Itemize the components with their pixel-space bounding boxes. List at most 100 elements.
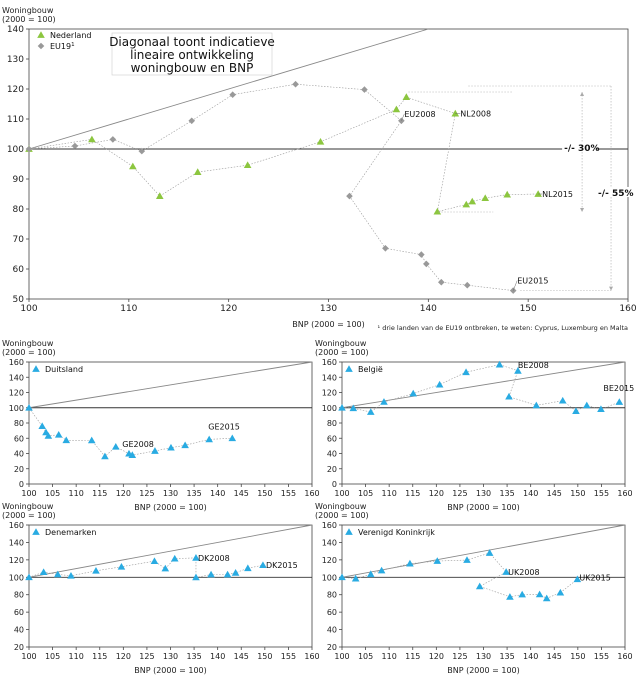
data-point bbox=[481, 194, 490, 202]
data-point bbox=[138, 147, 146, 155]
point-label: EU2015 bbox=[517, 277, 548, 286]
x-tick-label: 100 bbox=[20, 304, 37, 314]
y-axis-label: Woningbouw bbox=[315, 339, 367, 348]
x-tick-label: 135 bbox=[499, 489, 514, 498]
y-tick-label: 120 bbox=[322, 556, 337, 565]
x-tick-label: 155 bbox=[594, 489, 609, 498]
data-point bbox=[54, 430, 63, 438]
legend-label: Denemarken bbox=[45, 528, 96, 537]
data-point bbox=[532, 401, 541, 409]
y-tick-label: 100 bbox=[322, 573, 337, 582]
x-tick-label: 120 bbox=[429, 652, 444, 661]
y-tick-label: 80 bbox=[13, 205, 25, 215]
x-tick-label: 135 bbox=[499, 652, 514, 661]
x-tick-label: 100 bbox=[21, 652, 36, 661]
legend-label: Nederland bbox=[50, 31, 91, 40]
data-point bbox=[382, 245, 389, 252]
data-point bbox=[503, 190, 512, 198]
arrow-head bbox=[609, 286, 614, 291]
label-leader bbox=[401, 113, 405, 121]
point-label: NL2008 bbox=[460, 110, 491, 119]
data-point bbox=[243, 161, 252, 169]
y-tick-label: 140 bbox=[322, 538, 337, 547]
x-tick-label: 130 bbox=[163, 652, 178, 661]
y-tick-label: 100 bbox=[9, 404, 24, 413]
data-point bbox=[316, 138, 325, 145]
y-axis-label: Woningbouw bbox=[2, 339, 54, 348]
data-point bbox=[150, 557, 159, 565]
data-point bbox=[451, 109, 460, 117]
legend-marker bbox=[32, 365, 40, 372]
diagonal-line bbox=[341, 361, 626, 409]
y-tick-label: 20 bbox=[14, 643, 24, 652]
data-point bbox=[25, 145, 33, 153]
y-tick-label: 100 bbox=[322, 404, 337, 413]
annotation-line: woningbouw en BNP bbox=[131, 61, 254, 75]
data-point bbox=[192, 573, 200, 581]
x-tick-label: 130 bbox=[476, 652, 491, 661]
y-tick-label: 110 bbox=[7, 115, 24, 125]
x-tick-label: 145 bbox=[234, 652, 249, 661]
data-point bbox=[88, 135, 96, 143]
plot-frame bbox=[28, 361, 313, 485]
y-tick-label: 40 bbox=[327, 450, 337, 459]
series-line-0 bbox=[341, 364, 620, 413]
x-tick-label: 120 bbox=[220, 304, 237, 314]
x-axis-label: BNP (2000 = 100) bbox=[447, 666, 520, 675]
data-point bbox=[505, 392, 513, 400]
data-point bbox=[572, 407, 580, 414]
data-point bbox=[193, 168, 202, 175]
data-point bbox=[438, 278, 445, 286]
y-tick-label: 120 bbox=[9, 556, 24, 565]
x-tick-label: 145 bbox=[547, 652, 562, 661]
point-label: DK2015 bbox=[266, 561, 298, 570]
y-tick-label: 160 bbox=[9, 521, 24, 530]
data-point bbox=[53, 570, 62, 578]
x-tick-label: 100 bbox=[334, 489, 349, 498]
point-label: BE2008 bbox=[518, 361, 549, 370]
x-tick-label: 140 bbox=[523, 489, 538, 498]
data-point bbox=[25, 573, 33, 581]
x-tick-label: 105 bbox=[358, 489, 373, 498]
data-point bbox=[433, 557, 442, 564]
data-point bbox=[228, 434, 237, 442]
x-tick-label: 105 bbox=[358, 652, 373, 661]
data-point bbox=[92, 567, 100, 574]
data-point bbox=[556, 588, 565, 596]
y-tick-label: 20 bbox=[327, 465, 337, 474]
data-point bbox=[188, 117, 196, 125]
data-point bbox=[468, 197, 477, 205]
x-tick-label: 130 bbox=[476, 489, 491, 498]
data-point bbox=[433, 207, 442, 215]
legend-label: EU191 bbox=[50, 42, 75, 51]
x-axis-label: BNP (2000 = 100) bbox=[134, 666, 207, 675]
legend-label: Verenigd Koninkrijk bbox=[358, 528, 435, 537]
legend-marker bbox=[37, 42, 45, 50]
data-point bbox=[338, 573, 346, 581]
data-point bbox=[475, 582, 484, 590]
x-tick-label: 110 bbox=[120, 304, 137, 314]
x-tick-label: 130 bbox=[163, 489, 178, 498]
data-point bbox=[117, 562, 126, 570]
data-point bbox=[244, 564, 252, 572]
arrow-head bbox=[580, 92, 585, 96]
diagonal-line bbox=[28, 361, 313, 409]
x-tick-label: 100 bbox=[21, 489, 36, 498]
data-point bbox=[402, 93, 411, 100]
x-tick-label: 150 bbox=[520, 304, 537, 314]
data-point bbox=[109, 136, 117, 143]
x-tick-label: 135 bbox=[186, 489, 201, 498]
data-point bbox=[351, 574, 360, 582]
x-tick-label: 140 bbox=[523, 652, 538, 661]
x-tick-label: 120 bbox=[116, 652, 131, 661]
legend-label: België bbox=[358, 365, 383, 374]
data-point bbox=[582, 401, 591, 409]
data-point bbox=[506, 593, 514, 600]
y-tick-label: 160 bbox=[322, 521, 337, 530]
y-tick-label: 90 bbox=[13, 175, 25, 185]
